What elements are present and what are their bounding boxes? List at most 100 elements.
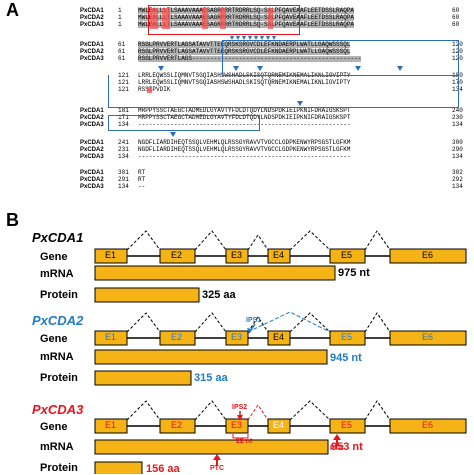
sequence-residues: MWLEALLLTLSAAAVAAAESAGRPRRTRDRRLSQ-SALPF…	[138, 7, 355, 14]
cda2-gene-label: Gene	[40, 333, 68, 345]
cda1-protein-label: Protein	[40, 289, 78, 301]
exon-label: E6	[422, 250, 434, 260]
red-highlight-box	[148, 5, 300, 35]
cda2-protein-length: 315 aa	[194, 372, 228, 384]
mismatch-highlight	[202, 8, 208, 29]
sequence-name: PxCDA1	[80, 108, 104, 114]
sequence-end: 60	[452, 14, 460, 21]
sequence-end: 60	[452, 21, 460, 28]
sequence-residues: RSGLPRVVERTLAGS-------------------------…	[138, 55, 362, 62]
cda3-splice-label: IPS2	[232, 404, 248, 411]
sequence-residues: NGDFLIARDIHEQTSSQLVEHMLQLRSSGYRAVVTVGCCL…	[138, 146, 351, 153]
protein-bar	[94, 287, 200, 303]
sequence-start: 171	[118, 114, 129, 121]
marker-triangle	[248, 36, 252, 40]
sequence-residues: RT	[138, 176, 146, 183]
sequence-end: 134	[452, 86, 463, 93]
exon-box	[267, 248, 291, 264]
sequence-start: 121	[118, 79, 129, 86]
exon-label: E2	[171, 420, 183, 430]
sequence-residues: MWLEALLLTLSAAAVAAAESAGRPRRTRDRRLSQ-SALPF…	[138, 14, 355, 21]
sequence-residues: NGDFLIARDIHEQTSSQLVEHMLQLRSSGYRAVVTVGCCL…	[138, 139, 351, 146]
cda3-mrna-label: mRNA	[40, 441, 74, 453]
mismatch-highlight	[147, 87, 152, 93]
alignment-markers	[158, 36, 403, 137]
sequence-name: PxCDA3	[80, 22, 104, 28]
sequence-start: 61	[118, 48, 126, 55]
panel-b-letter: B	[6, 210, 19, 230]
exon-label: E4	[273, 250, 285, 260]
sequence-residues: ----------------------------------------…	[138, 121, 351, 128]
sequence-name: PxCDA1	[80, 170, 104, 176]
sequence-start: 1	[118, 21, 122, 28]
sequence-residues: MWLEALLLTLSAAAVAAAESAGRPRRTRDRRLSQ-SALPF…	[138, 21, 355, 28]
sequence-end: 302	[452, 169, 463, 176]
mismatch-highlight	[220, 8, 226, 29]
mismatch-highlight	[268, 8, 273, 29]
cda1-title: PxCDA1	[32, 230, 84, 245]
sequence-start: 291	[118, 176, 129, 183]
sequence-name: PxCDA2	[80, 49, 104, 55]
sequence-end: 60	[452, 7, 460, 14]
panel-a-letter: A	[6, 0, 19, 20]
cda2-protein-label: Protein	[40, 372, 78, 384]
sequence-name: PxCDA1	[80, 140, 104, 146]
sequence-start: 61	[118, 41, 126, 48]
sequence-name: PxCDA1	[80, 42, 104, 48]
marker-triangle	[242, 36, 246, 40]
cda2-splice-label: IPS1	[246, 317, 262, 324]
exon-label: E6	[422, 332, 434, 342]
sequence-residues: LRRLEQWSSLIQMNVTSGQIASHSWSHADLSKISQTQRNE…	[138, 79, 351, 86]
marker-triangle	[257, 66, 263, 71]
exon-label: E6	[422, 420, 434, 430]
exon-label: E2	[171, 250, 183, 260]
cda3-protein-length: 156 aa	[146, 463, 180, 475]
exon-box	[225, 248, 249, 264]
exon-box	[389, 248, 467, 264]
marker-triangle	[266, 36, 270, 40]
cda2-title: PxCDA2	[32, 313, 84, 328]
sequence-start: 1	[118, 7, 122, 14]
marker-triangle	[158, 66, 164, 71]
sequence-residues: MRPPYSSCTAEGCTADMEDLGYAVTYFDLDTQDYLNDSPD…	[138, 107, 351, 114]
exon-label: E1	[105, 332, 117, 342]
sequence-residues: RSGLPRVVERTLAGSATAVVTTEEQRSKSRGVCDLEFKND…	[138, 41, 351, 48]
sequence-residues: RSSIPVDIK	[138, 86, 171, 93]
cda2-mrna-length: 945 nt	[330, 352, 362, 364]
mismatch-highlight	[162, 8, 170, 29]
cda3-ptc-mrna-label: PTC	[210, 465, 224, 472]
marker-triangle	[272, 36, 276, 40]
cda1-mrna-length: 975 nt	[338, 267, 370, 279]
marker-triangle	[297, 101, 303, 106]
marker-triangle	[230, 36, 234, 40]
exon-label: E1	[105, 420, 117, 430]
blue-highlight-box-middle	[108, 75, 459, 108]
sequence-end: 230	[452, 114, 463, 121]
blue-highlight-box-bottom	[108, 115, 260, 131]
exon-label: E3	[231, 250, 243, 260]
exon-box	[159, 248, 196, 264]
cda1-gene-label: Gene	[40, 251, 68, 263]
cda3-ptc-gene-label: PTC	[330, 445, 344, 452]
sequence-name: PxCDA2	[80, 147, 104, 153]
sequence-start: 301	[118, 169, 129, 176]
sequence-end: 292	[452, 176, 463, 183]
exon-label: E4	[273, 332, 285, 342]
sequence-name: PxCDA2	[80, 177, 104, 183]
marker-triangle	[397, 66, 403, 71]
cda1-gene-diagram	[94, 230, 467, 303]
cda3-mrna-length: 953 nt	[331, 441, 363, 453]
sequence-name: PxCDA2	[80, 115, 104, 121]
sequence-start: 121	[118, 86, 129, 93]
sequence-end: 134	[452, 153, 463, 160]
exon-label: E3	[231, 332, 243, 342]
sequence-name: PxCDA1	[80, 8, 104, 14]
sequence-start: 134	[118, 183, 129, 190]
sequence-start: 231	[118, 146, 129, 153]
exon-label: E5	[341, 250, 353, 260]
cda3-title: PxCDA3	[32, 402, 84, 417]
exon-label: E4	[273, 420, 285, 430]
sequence-name: PxCDA2	[80, 15, 104, 21]
sequence-residues: ----------------------------------------…	[138, 153, 351, 160]
